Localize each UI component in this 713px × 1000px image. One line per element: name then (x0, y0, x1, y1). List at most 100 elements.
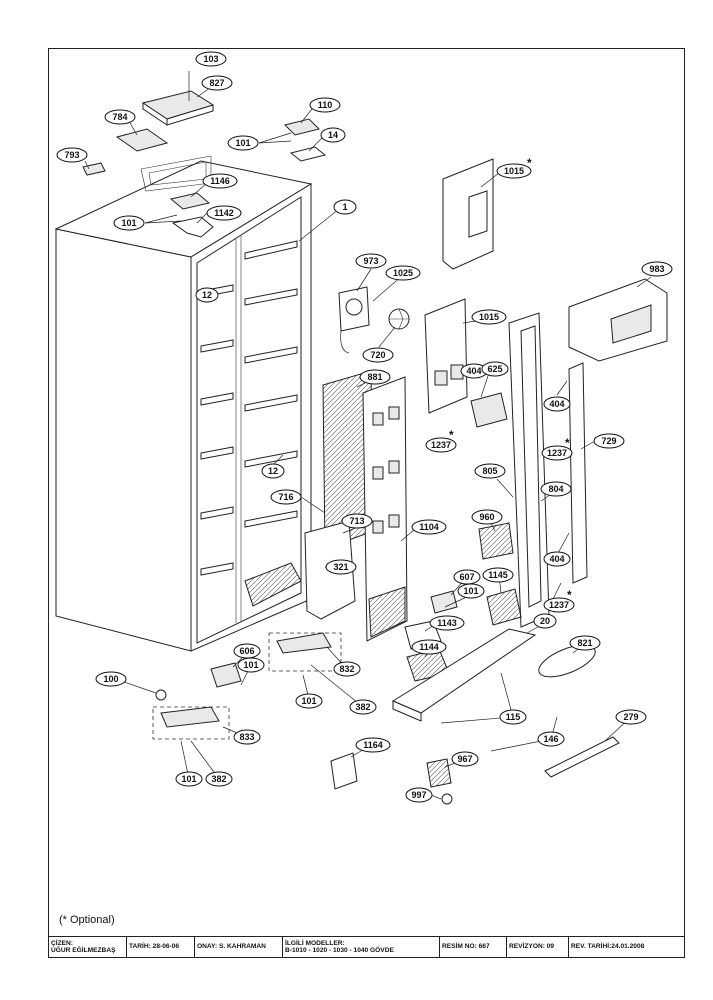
models-cell: İLGİLİ MODELLER: B-1010 - 1020 - 1030 - … (283, 937, 440, 957)
svg-text:713: 713 (349, 516, 364, 526)
svg-text:1143: 1143 (437, 618, 457, 628)
svg-text:101: 101 (463, 586, 478, 596)
part-14 (289, 146, 327, 162)
callout-404-c: 404 (543, 551, 571, 567)
part-1146 (169, 192, 211, 210)
callout-1237-b: 1237 (541, 445, 573, 461)
callout-100: 100 (95, 671, 127, 687)
callout-997: 997 (405, 787, 433, 803)
models: B-1010 - 1020 - 1030 - 1040 GÖVDE (285, 947, 394, 954)
part-606 (210, 662, 242, 688)
svg-text:12: 12 (202, 290, 212, 300)
callout-832: 832 (333, 661, 361, 677)
hinge-assembly-832 (268, 632, 342, 672)
callout-101-a: 101 (227, 135, 259, 151)
svg-text:805: 805 (482, 466, 497, 476)
housing-983 (568, 278, 668, 362)
callout-716: 716 (270, 489, 302, 505)
part-960 (478, 522, 514, 560)
svg-text:404: 404 (466, 366, 481, 376)
callout-983: 983 (641, 261, 673, 277)
svg-text:1237: 1237 (431, 440, 451, 450)
drawing-no: RESİM NO: 667 (442, 943, 490, 951)
callout-1144: 1144 (411, 639, 447, 655)
optional-marker: * (527, 156, 532, 170)
callout-1104: 1104 (411, 519, 447, 535)
models-label: İLGİLİ MODELLER: (285, 939, 345, 947)
callout-821: 821 (569, 635, 601, 651)
callout-1015-b: 1015 (471, 309, 507, 325)
callout-382-a: 382 (349, 699, 377, 715)
tray-20 (391, 628, 537, 722)
svg-text:1015: 1015 (504, 166, 524, 176)
part-967 (426, 758, 452, 788)
optional-marker: * (567, 588, 572, 602)
svg-text:1142: 1142 (214, 208, 234, 218)
panel-1015-mid (424, 298, 468, 414)
svg-text:404: 404 (549, 399, 564, 409)
callout-881: 881 (359, 369, 391, 385)
svg-text:321: 321 (333, 562, 348, 572)
callout-101-c: 101 (457, 583, 485, 599)
svg-text:607: 607 (459, 572, 474, 582)
panel-1104 (362, 376, 408, 642)
callout-103: 103 (195, 51, 227, 67)
callout-1164: 1164 (355, 737, 391, 753)
svg-text:115: 115 (506, 712, 521, 722)
svg-text:1025: 1025 (393, 268, 413, 278)
svg-text:1164: 1164 (363, 740, 383, 750)
svg-text:101: 101 (181, 774, 196, 784)
callout-382-b: 382 (205, 771, 233, 787)
svg-text:100: 100 (103, 674, 118, 684)
callout-12-b: 12 (261, 463, 285, 479)
svg-text:804: 804 (548, 484, 563, 494)
part-821 (538, 644, 596, 678)
callout-729: 729 (593, 433, 625, 449)
strip-729 (568, 362, 588, 584)
callout-1237-a: 1237 (425, 437, 457, 453)
svg-text:101: 101 (301, 696, 316, 706)
svg-text:382: 382 (211, 774, 226, 784)
svg-text:827: 827 (209, 78, 224, 88)
svg-text:784: 784 (112, 112, 127, 122)
channel-805 (508, 312, 550, 628)
svg-text:720: 720 (370, 350, 385, 360)
callout-20: 20 (533, 613, 557, 629)
fridge-shelves (200, 240, 302, 607)
svg-text:101: 101 (235, 138, 250, 148)
svg-text:382: 382 (355, 702, 370, 712)
svg-text:101: 101 (121, 218, 136, 228)
callout-1025: 1025 (385, 265, 421, 281)
svg-text:983: 983 (649, 264, 664, 274)
svg-text:960: 960 (479, 512, 494, 522)
callout-321: 321 (325, 559, 357, 575)
part-110 (284, 118, 320, 136)
optional-marker: * (565, 436, 570, 450)
svg-text:967: 967 (457, 754, 472, 764)
part-1145 (486, 588, 522, 626)
svg-text:997: 997 (411, 790, 426, 800)
callout-101-d: 101 (237, 657, 265, 673)
approved: ONAY: S. KAHRAMAN (197, 943, 266, 951)
callout-967: 967 (451, 751, 479, 767)
svg-text:716: 716 (278, 492, 293, 502)
fan-blade-720 (388, 308, 410, 330)
part-625 (470, 392, 508, 428)
date: TARİH: 28-06-06 (129, 943, 180, 951)
svg-text:279: 279 (623, 712, 638, 722)
hinge-assembly-833 (152, 706, 230, 740)
svg-text:101: 101 (243, 660, 258, 670)
callout-606: 606 (233, 643, 261, 659)
optional-marker: * (449, 428, 454, 442)
callout-115: 115 (499, 709, 527, 725)
callout-784: 784 (104, 109, 136, 125)
approved-cell: ONAY: S. KAHRAMAN (195, 937, 283, 957)
drawing-no-cell: RESİM NO: 667 (440, 937, 507, 957)
svg-text:20: 20 (540, 616, 550, 626)
drawing-sheet: 103 827 784 110 101 14 793 1146 101 1142… (48, 48, 685, 958)
bracket-279 (544, 736, 620, 778)
callout-1015-a: 1015 (496, 163, 532, 179)
panel-1015-top (442, 158, 494, 270)
drawn-by-name: UĞUR EĞİLMEZBAŞ (51, 947, 116, 954)
part-997 (441, 793, 453, 805)
